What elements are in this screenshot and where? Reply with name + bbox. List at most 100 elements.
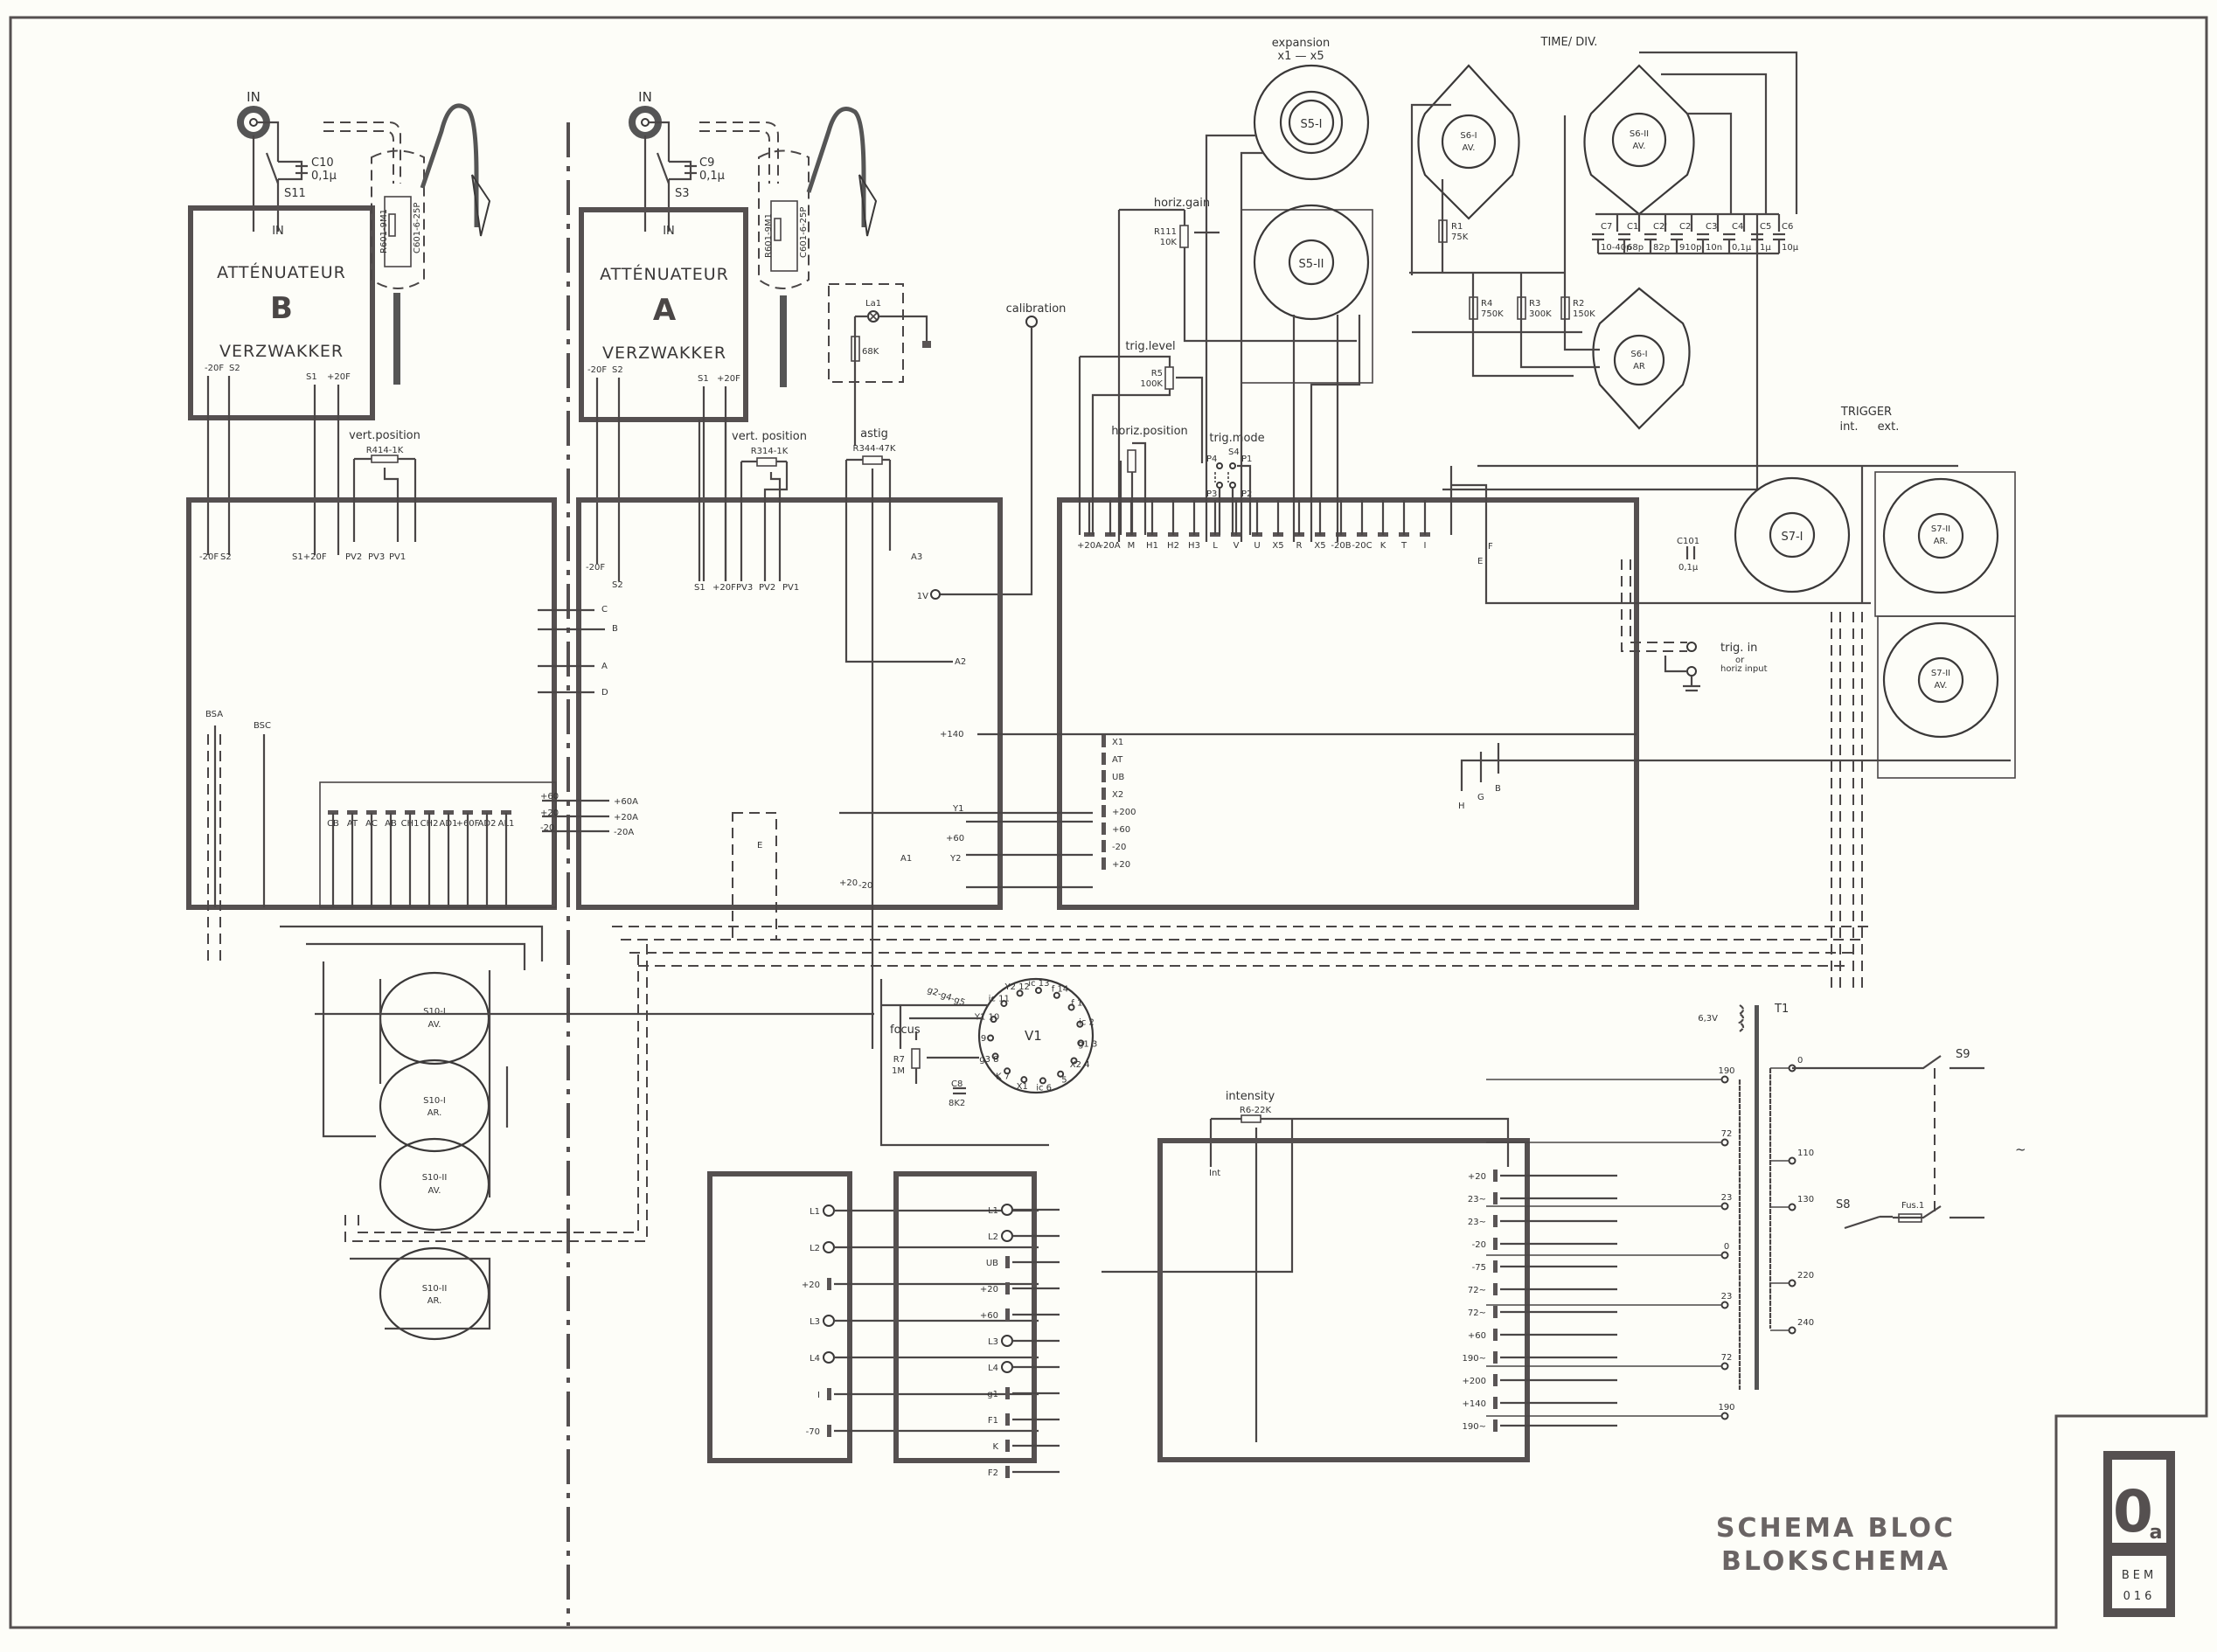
pin-label: +20 xyxy=(839,878,858,888)
control-label: trig.level xyxy=(1125,340,1175,353)
wafer-label: AV. xyxy=(428,1020,441,1030)
pin-label: PV1 xyxy=(782,583,799,593)
calibration-1v-label: 1V xyxy=(917,592,928,601)
pin-label: PV3 xyxy=(368,552,385,562)
s10-switches[interactable]: S10-I AV. S10-I AR. S10-II AV. S10-II AR… xyxy=(280,925,874,1341)
calibration-terminal[interactable] xyxy=(1025,316,1038,328)
y-amp-pins: +140 Y1 +60 A1 Y2 +20 -20 xyxy=(839,730,1637,891)
control-label[interactable]: focus xyxy=(890,1024,921,1037)
pin-label: 72~ xyxy=(1468,1286,1486,1295)
pin xyxy=(827,1278,831,1290)
pin xyxy=(1493,1238,1498,1250)
fuse-icon xyxy=(1898,1213,1922,1223)
potentiometer-icon[interactable] xyxy=(1179,225,1189,248)
pin xyxy=(1493,1170,1498,1182)
pin-label: PV1 xyxy=(389,552,406,562)
mains-switch-icon[interactable] xyxy=(1792,1055,1984,1219)
pin xyxy=(1493,1329,1498,1341)
pin-label: -20A xyxy=(614,828,634,837)
resistor-value: 75K xyxy=(1451,233,1469,242)
potentiometer-icon[interactable] xyxy=(756,457,777,467)
cap-value: 910p xyxy=(1679,243,1701,253)
pin-label: R xyxy=(1296,541,1303,551)
potentiometer-icon[interactable] xyxy=(1241,1114,1261,1123)
voltage-selector-icon[interactable] xyxy=(1844,1215,1893,1230)
preamp-a: -20F S2 S1 +20F PV3 PV2 PV1 C B A D +60A… xyxy=(538,420,1003,941)
cap-value: 68p xyxy=(1627,243,1644,253)
trigger-switch[interactable]: TRIGGER int. ext. S7-I S7-II AR. S7-II A… xyxy=(1449,406,2016,988)
probe-tip-a xyxy=(780,295,787,387)
wafer-label: S10-II xyxy=(422,1284,448,1294)
trigger-ext-label: ext. xyxy=(1878,420,1900,434)
trig-level-control[interactable]: trig.level R5 100K xyxy=(1078,340,1204,535)
pin-label: +20A xyxy=(614,813,638,823)
switch-s11-icon[interactable] xyxy=(265,152,280,184)
pin-label: g1 xyxy=(987,1390,998,1399)
switch-label: S9 xyxy=(1956,1048,1970,1061)
potentiometer-icon[interactable] xyxy=(1127,449,1136,473)
pin-label: T xyxy=(1400,541,1407,551)
contact-label: P3 xyxy=(1206,489,1217,499)
vert-position-b-control[interactable]: vert.position R414-1K xyxy=(349,429,420,542)
pin-label: A2 xyxy=(955,657,966,667)
crt-pin xyxy=(1016,989,1024,997)
trig-in-terminal[interactable] xyxy=(1686,642,1697,652)
pin-label: L4 xyxy=(810,1354,820,1364)
pin-label: Y1 xyxy=(952,804,963,814)
pin xyxy=(1005,1440,1010,1452)
trig-mode-switch[interactable]: trig.mode S4 P4 P1 P3 P2 xyxy=(1206,432,1265,535)
terminal xyxy=(823,1315,835,1327)
wafer-label: S6-I xyxy=(1460,131,1477,141)
probe-resistor-label: R601-9M1 xyxy=(764,213,774,258)
pin-label: B xyxy=(612,624,618,634)
pin xyxy=(386,810,396,815)
cap-value: 8K2 xyxy=(949,1099,965,1108)
switch-s3-icon[interactable] xyxy=(656,152,671,184)
horiz-position-control[interactable]: horiz.position xyxy=(1111,425,1188,535)
crt-pin xyxy=(987,1034,995,1042)
pin-label: +20 xyxy=(1112,860,1130,870)
input-label: IN xyxy=(638,89,652,105)
resistor-label: R3 xyxy=(1529,299,1540,309)
timebase-resistors: R1 75K R4 750K R3 300K R2 150K xyxy=(1438,219,1595,320)
crt-pin-label: X1 xyxy=(1017,1082,1028,1092)
crt-pin-label: ic 13 xyxy=(1028,979,1049,989)
potentiometer-icon[interactable] xyxy=(371,455,399,463)
expansion-switch[interactable]: expansion x1 — x5 S5-I xyxy=(1205,37,1370,542)
probe-b-icon xyxy=(371,149,425,289)
pin-label: E xyxy=(1477,557,1483,566)
pin xyxy=(405,810,415,815)
pin-label: S2 xyxy=(612,365,623,375)
pin-label: X1 xyxy=(1112,738,1123,747)
wafer-s5-2-group[interactable]: S5-II xyxy=(1241,204,1373,542)
pin-label: +20 xyxy=(802,1281,820,1290)
cap-label: C4 xyxy=(1732,222,1743,232)
trigger-int-label: int. xyxy=(1839,420,1858,434)
pin xyxy=(1102,840,1106,852)
pin-label: Y2 xyxy=(949,854,961,864)
pin-label: -20C xyxy=(1352,541,1372,551)
pin xyxy=(347,810,358,815)
astig-control[interactable]: astig R344-47K xyxy=(844,427,953,1049)
control-value: 100K xyxy=(1140,379,1163,389)
pin xyxy=(1493,1283,1498,1295)
pin-label: +140 xyxy=(940,730,963,739)
potentiometer-icon[interactable] xyxy=(911,1048,921,1069)
attenuator-title: ATTÉNUATEUR xyxy=(600,264,729,284)
pin-label: X2 xyxy=(1112,790,1123,800)
probe-clip-a-icon xyxy=(858,174,878,237)
potentiometer-icon[interactable] xyxy=(1164,366,1174,390)
pin-label: +20A xyxy=(1077,541,1102,551)
panel-right-box xyxy=(893,1171,1037,1463)
potentiometer-icon[interactable] xyxy=(862,455,883,465)
resistor-label: R1 xyxy=(1451,222,1463,232)
time-div-switch[interactable]: TIME/ DIV. S6-I AV. S6-II AV. S6-I AR xyxy=(1409,36,1798,491)
pin xyxy=(1102,753,1106,765)
pin-label: D xyxy=(601,688,608,698)
wafer-label: S6-I xyxy=(1630,350,1647,359)
vert-position-a-control[interactable]: vert. position R314-1K xyxy=(732,430,807,581)
